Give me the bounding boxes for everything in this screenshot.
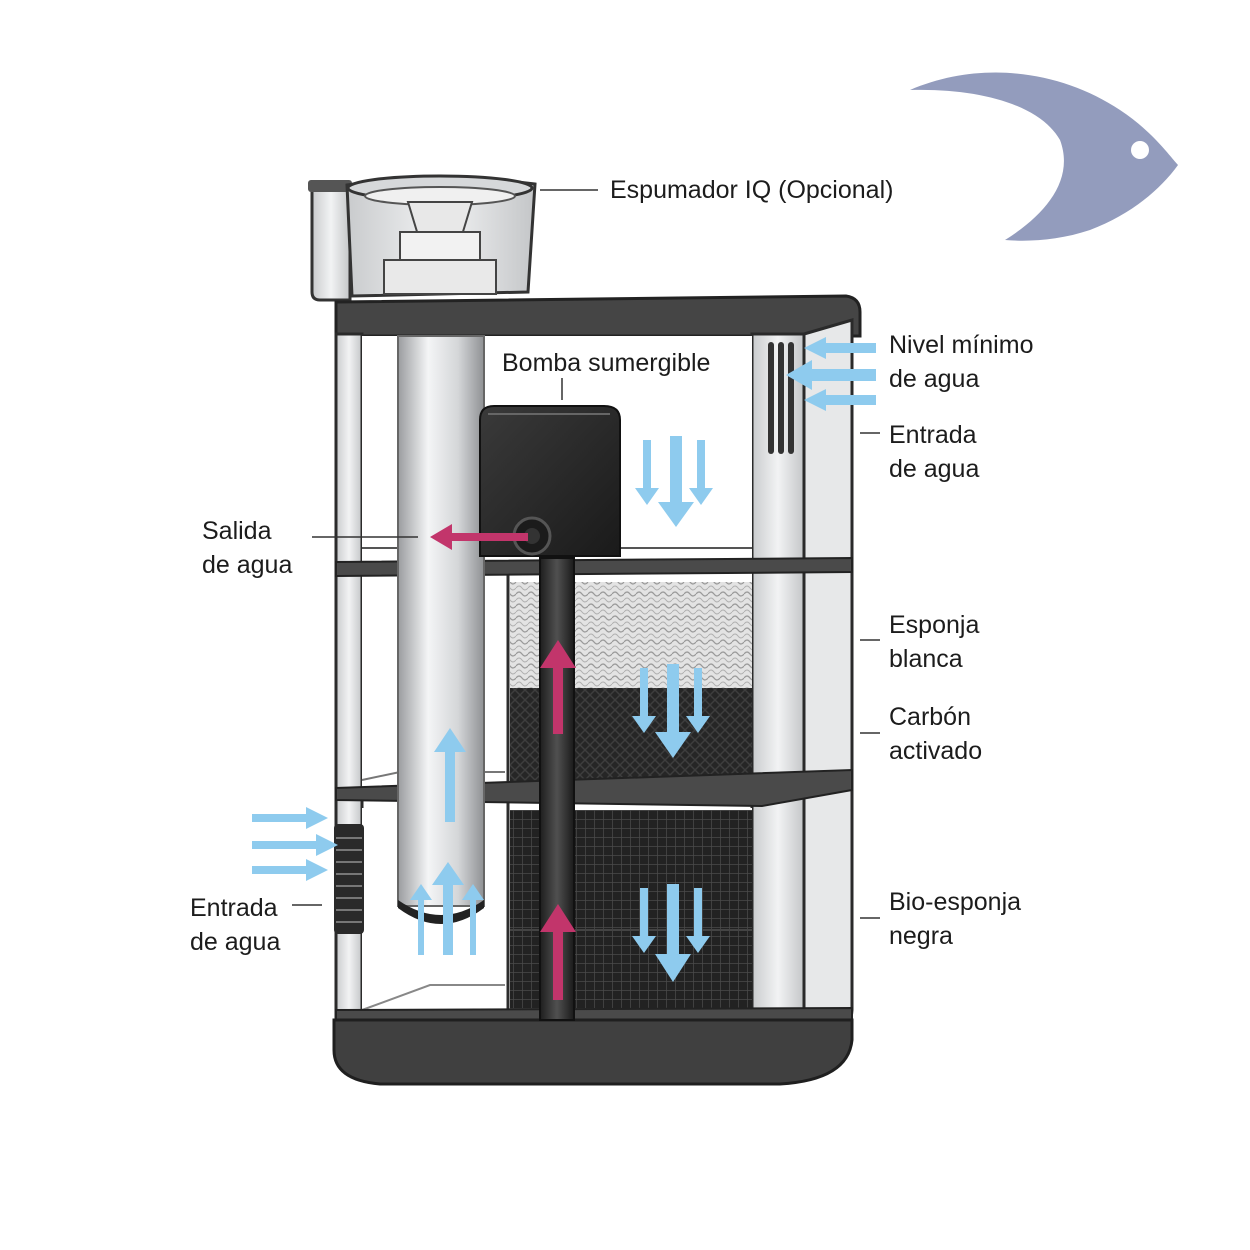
fish-logo-icon <box>910 72 1178 241</box>
return-tube <box>397 335 485 924</box>
submersible-pump <box>479 405 621 557</box>
bottom-vent <box>334 824 364 934</box>
protein-skimmer <box>308 174 537 302</box>
top-vent <box>768 342 794 454</box>
label-skimmer: Espumador IQ (Opcional) <box>610 176 894 204</box>
pump-flow-arrows <box>430 524 576 1000</box>
leader-lines <box>292 189 880 919</box>
water-flow-arrows <box>252 337 876 982</box>
label-pump: Bomba sumergible <box>502 349 711 377</box>
